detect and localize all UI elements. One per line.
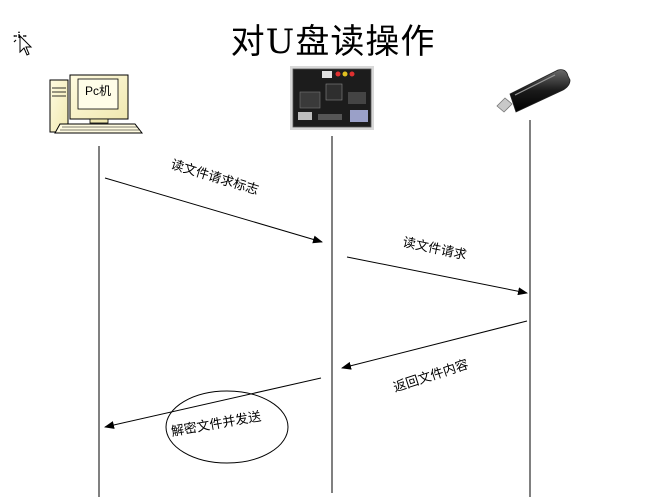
message-arrow-2 — [346, 256, 528, 296]
dev-board-icon — [290, 66, 374, 130]
diagram-title: 对U盘读操作 — [230, 22, 436, 62]
move-cursor-icon — [13, 31, 33, 56]
message-label-3: 返回文件内容 — [391, 356, 470, 395]
pc-label: Pc机 — [85, 84, 111, 98]
message-label-4: 解密文件并发送 — [170, 408, 262, 440]
message-arrow-3 — [341, 320, 528, 370]
usb-drive-icon — [496, 69, 571, 113]
pc-icon: Pc机 — [49, 74, 144, 134]
message-label-1: 读文件请求标志 — [169, 157, 260, 198]
message-label-2: 读文件请求 — [401, 235, 468, 263]
message-arrow-4 — [104, 377, 322, 429]
message-arrow-1 — [104, 177, 323, 244]
highlight-ellipse — [165, 390, 289, 464]
